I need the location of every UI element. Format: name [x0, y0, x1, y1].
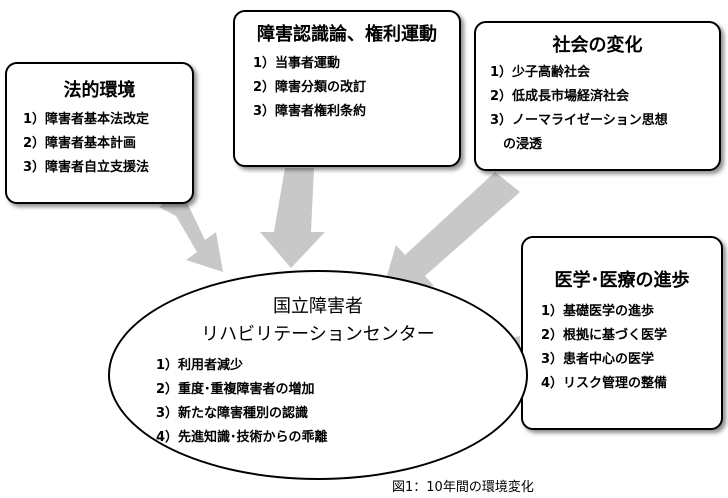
list-item: 2）低成長市場経済社会 — [490, 89, 630, 104]
social-change-box: 社会の変化 1）少子高齢社会 2）低成長市場経済社会 3）ノーマライゼーション思… — [474, 21, 721, 171]
list-item: 4）リスク管理の整備 — [541, 376, 668, 391]
list-item: の浸透 — [490, 137, 543, 152]
list-item: 2）障害分類の改訂 — [253, 80, 367, 95]
medical-progress-box: 医学･医療の進歩 1）基礎医学の進歩 2）根拠に基づく医学 3）患者中心の医学 … — [521, 236, 723, 430]
rehabilitation-center-ellipse: 国立障害者 リハビリテーションセンター 1）利用者減少 2）重度･重複障害者の増… — [108, 270, 528, 480]
center-title-line2: リハビリテーションセンター — [201, 324, 435, 345]
center-issues-list: 1）利用者減少 2）重度･重複障害者の増加 3）新たな障害種別の認識 4）先進知… — [156, 354, 328, 450]
list-item: 3）新たな障害種別の認識 — [156, 406, 309, 421]
list-item: 3）障害者自立支援法 — [23, 160, 150, 175]
legal-environment-box: 法的環境 1）障害者基本法改定 2）障害者基本計画 3）障害者自立支援法 — [5, 62, 194, 204]
list-item: 4）先進知識･技術からの乖離 — [156, 430, 328, 445]
list-item: 1）障害者基本法改定 — [23, 112, 150, 127]
list-item: 3）患者中心の医学 — [541, 352, 655, 367]
list-item: 1）少子高齢社会 — [490, 65, 591, 80]
arrow-society — [383, 172, 520, 289]
figure-caption: 図1：10年間の環境変化 — [392, 480, 534, 495]
social-change-list: 1）少子高齢社会 2）低成長市場経済社会 3）ノーマライゼーション思想 の浸透 — [490, 61, 719, 157]
list-item: 2）重度･重複障害者の増加 — [156, 382, 315, 397]
legal-environment-title: 法的環境 — [63, 80, 136, 101]
medical-progress-list: 1）基礎医学の進歩 2）根拠に基づく医学 3）患者中心の医学 4）リスク管理の整… — [541, 300, 721, 396]
disability-theory-list: 1）当事者運動 2）障害分類の改訂 3）障害者権利条約 — [253, 52, 459, 124]
disability-theory-box: 障害認識論、権利運動 1）当事者運動 2）障害分類の改訂 3）障害者権利条約 — [233, 10, 461, 167]
legal-environment-list: 1）障害者基本法改定 2）障害者基本計画 3）障害者自立支援法 — [23, 108, 192, 180]
list-item: 2）根拠に基づく医学 — [541, 328, 668, 343]
social-change-title: 社会の変化 — [552, 35, 643, 56]
arrow-theory — [260, 168, 325, 268]
list-item: 2）障害者基本計画 — [23, 136, 137, 151]
list-item: 1）基礎医学の進歩 — [541, 304, 655, 319]
list-item: 3）ノーマライゼーション思想 — [490, 113, 668, 128]
arrow-legal — [159, 190, 223, 272]
list-item: 1）利用者減少 — [156, 358, 244, 373]
list-item: 1）当事者運動 — [253, 56, 341, 71]
medical-progress-title: 医学･医療の進歩 — [554, 270, 690, 291]
list-item: 3）障害者権利条約 — [253, 104, 367, 119]
disability-theory-title: 障害認識論、権利運動 — [257, 24, 437, 45]
center-title-line1: 国立障害者 — [273, 296, 363, 317]
